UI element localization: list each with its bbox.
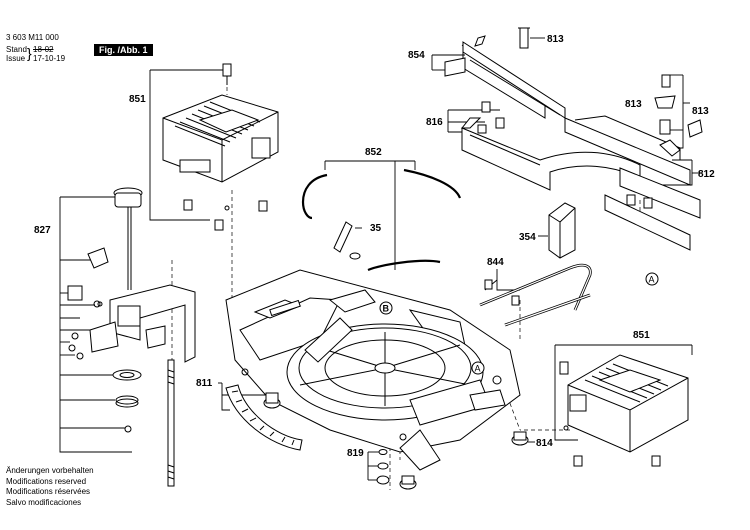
fence-812 — [564, 74, 703, 251]
note-de: Änderungen vorbehalten — [6, 466, 94, 475]
brace: } — [27, 45, 32, 61]
issue-label: Issue — [6, 54, 26, 63]
marker-a-1-label: A — [649, 275, 655, 285]
marker-a-1 — [645, 272, 659, 286]
miter-scale — [225, 384, 303, 451]
note-en: Modifications reserved — [6, 476, 87, 486]
screws-top-left — [183, 63, 268, 231]
label-816: 816 — [426, 117, 443, 128]
note-es: Salvo modificaciones — [6, 497, 82, 507]
marker-b — [379, 301, 393, 315]
stop-block-354 — [548, 202, 576, 259]
issue-date: 17-10-19 — [33, 54, 66, 63]
label-811: 811 — [196, 378, 213, 389]
marker-b-label: B — [383, 304, 390, 314]
label-827: 827 — [34, 225, 51, 236]
label-851-top: 851 — [129, 94, 146, 105]
stand-date: 18-02 — [33, 45, 54, 54]
extension-rods-844 — [479, 263, 592, 327]
label-35: 35 — [370, 223, 382, 234]
marker-a-2 — [471, 361, 485, 375]
saw-base-811 — [225, 269, 521, 471]
doc-number: 3 603 M11 000 — [6, 33, 59, 42]
label-813-top: 813 — [547, 34, 564, 45]
table-inserts-852 — [301, 168, 462, 272]
marker-a-2-label: A — [475, 364, 481, 374]
motor-cover-top-left — [162, 94, 279, 183]
reference-markers — [379, 272, 659, 375]
label-814: 814 — [536, 438, 553, 449]
label-844: 844 — [487, 257, 504, 268]
disclaimer-notes: Änderungen vorbehalten Modifications res… — [6, 466, 94, 508]
label-851-bottom: 851 — [633, 330, 650, 341]
label-852: 852 — [365, 147, 382, 158]
fence-854 — [444, 27, 566, 119]
label-819: 819 — [347, 448, 364, 459]
motor-cover-bottom-right — [559, 354, 689, 467]
label-812: 812 — [698, 169, 715, 180]
label-813-right-lower: 813 — [692, 106, 709, 117]
figure-badge: Fig. /Abb. 1 — [94, 44, 153, 56]
label-354: 354 — [519, 232, 536, 243]
callout-labels: 854 813 851 813 813 816 852 812 827 35 3… — [34, 34, 715, 459]
label-813-right-upper: 813 — [625, 99, 642, 110]
stand-label: Stand — [6, 45, 27, 54]
note-fr: Modifications réservées — [6, 487, 91, 496]
label-854: 854 — [408, 50, 425, 61]
feet-and-screws — [263, 392, 529, 490]
hold-down-clamp-827 — [67, 187, 196, 487]
